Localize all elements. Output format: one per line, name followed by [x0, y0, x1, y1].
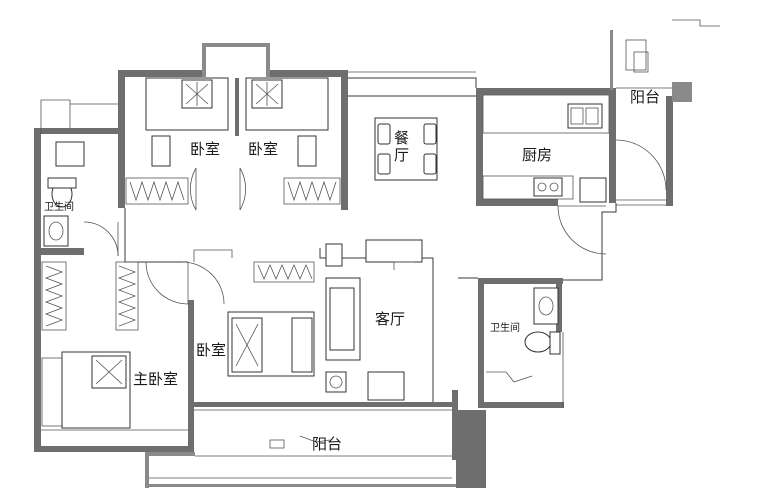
balcony-fixtures [269, 19, 720, 449]
room-label-master-bedroom: 主卧室 [133, 370, 179, 388]
room-label-balcony-top: 阳台 [630, 88, 661, 106]
room-label-bathroom-right: 卫生间 [490, 323, 520, 334]
outlines [40, 71, 673, 479]
doors [83, 139, 667, 305]
beds [61, 77, 329, 429]
living-furniture [325, 239, 423, 401]
room-label-dining: 餐厅 [392, 130, 410, 164]
room-label-bedroom-a: 卧室 [190, 140, 221, 158]
walls [34, 30, 692, 488]
right-bathroom-fixtures [486, 287, 561, 383]
dining-set [374, 117, 438, 181]
left-bathroom-fixtures [43, 141, 85, 247]
room-label-bathroom-left: 卫生间 [44, 202, 74, 213]
room-label-kitchen: 厨房 [522, 146, 553, 164]
room-label-balcony-bottom: 阳台 [312, 435, 343, 453]
room-label-bedroom-b: 卧室 [248, 140, 279, 158]
kitchen-fixtures [482, 94, 610, 203]
room-label-living: 客厅 [375, 310, 406, 328]
room-label-bedroom-c: 卧室 [196, 341, 227, 359]
